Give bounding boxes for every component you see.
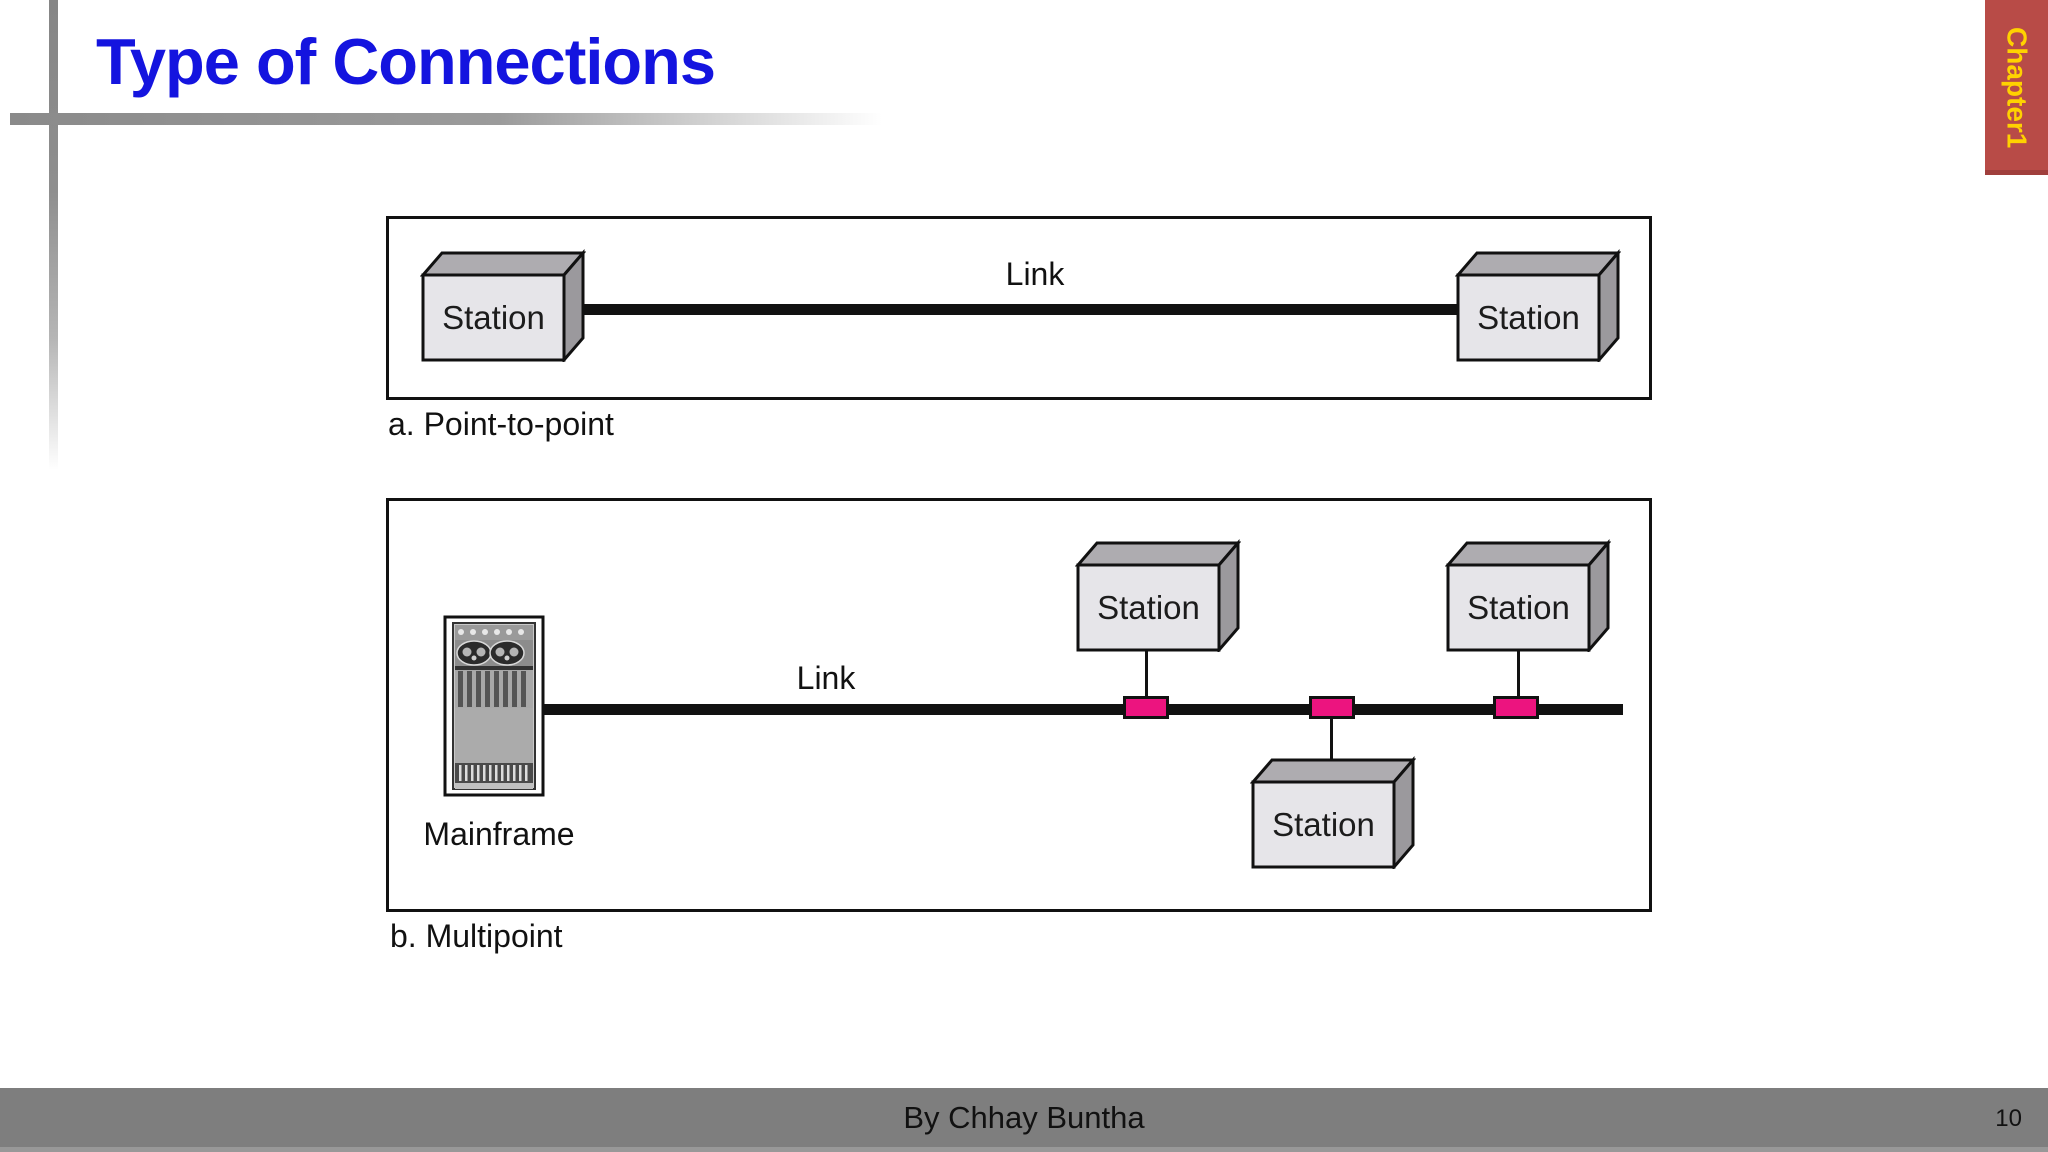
mainframe-label: Mainframe: [423, 816, 575, 852]
diagram-a-link-label: Link: [1005, 256, 1065, 292]
tap-icon: [1493, 696, 1539, 719]
station-label: Station: [1477, 298, 1580, 336]
station-label: Station: [1467, 588, 1570, 626]
diagram-b-link-line: [543, 704, 1623, 715]
station-label: Station: [1097, 588, 1200, 626]
diagram-b-link-label: Link: [796, 660, 856, 696]
title-underline-bar: [10, 113, 900, 125]
page-title: Type of Connections: [96, 25, 716, 98]
footer-bottom-edge: [0, 1147, 2048, 1152]
station-drop-line: [1145, 648, 1148, 698]
station-drop-line: [1517, 648, 1520, 698]
diagram-a-caption: a. Point-to-point: [388, 406, 614, 442]
diagram-b-caption: b. Multipoint: [390, 918, 563, 954]
station-box-3d-icon: [1075, 538, 1241, 652]
page-number: 10: [1995, 1105, 2022, 1132]
chapter-tab: Chapter1: [1985, 0, 2048, 175]
footer-author: By Chhay Buntha: [903, 1100, 1145, 1135]
tap-icon: [1309, 696, 1355, 719]
diagram-a-link-line: [555, 304, 1465, 315]
station-label: Station: [1272, 805, 1375, 843]
station-box-3d-icon: [420, 248, 586, 362]
mainframe-icon: [443, 615, 545, 797]
station-box-3d-icon: [1250, 755, 1416, 869]
station-label: Station: [442, 298, 545, 336]
left-accent-bar: [49, 0, 58, 470]
tap-icon: [1123, 696, 1169, 719]
footer-bar: By Chhay Buntha 10: [0, 1088, 2048, 1152]
station-box-3d-icon: [1445, 538, 1611, 652]
chapter-tab-label: Chapter1: [2001, 26, 2033, 149]
station-drop-line: [1330, 717, 1333, 773]
station-box-3d-icon: [1455, 248, 1621, 362]
